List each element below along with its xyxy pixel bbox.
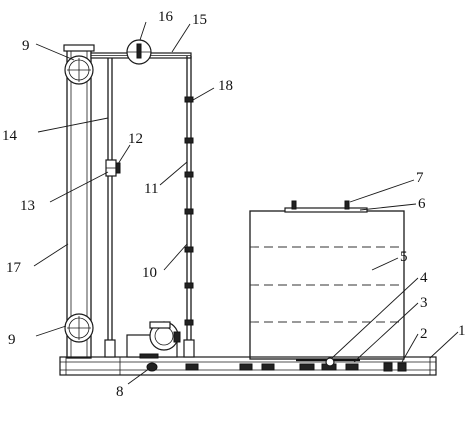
label-11: 11	[144, 181, 158, 197]
pole-clamps	[184, 96, 194, 326]
label-3: 3	[420, 295, 428, 311]
label-5: 5	[400, 249, 408, 265]
bottom-pulley	[64, 313, 94, 343]
beam-pulley	[126, 39, 152, 65]
label-17: 17	[6, 260, 22, 276]
label-12: 12	[128, 131, 143, 147]
label-8: 8	[116, 384, 124, 400]
label-15: 15	[192, 12, 207, 28]
rail-rollers	[185, 357, 407, 372]
label-6: 6	[418, 196, 426, 212]
label-9-top: 9	[22, 38, 30, 54]
label-4: 4	[420, 270, 428, 286]
leader-lines	[33, 21, 459, 385]
label-1: 1	[458, 323, 466, 339]
label-16: 16	[158, 9, 174, 25]
label-9-bottom: 9	[8, 332, 16, 348]
top-pulley	[64, 55, 94, 85]
left-column	[63, 44, 95, 359]
tank	[249, 200, 405, 360]
slider-block	[105, 159, 121, 177]
inner-shaft	[104, 58, 116, 358]
motor	[126, 321, 181, 372]
label-2: 2	[420, 326, 428, 342]
guide-pole	[183, 56, 195, 358]
label-10: 10	[142, 265, 157, 281]
label-13: 13	[20, 198, 35, 214]
label-18: 18	[218, 78, 233, 94]
label-7: 7	[416, 170, 424, 186]
part-labels: 9 16 15 18 14 12 13 11 17 10 9 8 7 6 5 4…	[2, 9, 466, 400]
label-14: 14	[2, 128, 18, 144]
